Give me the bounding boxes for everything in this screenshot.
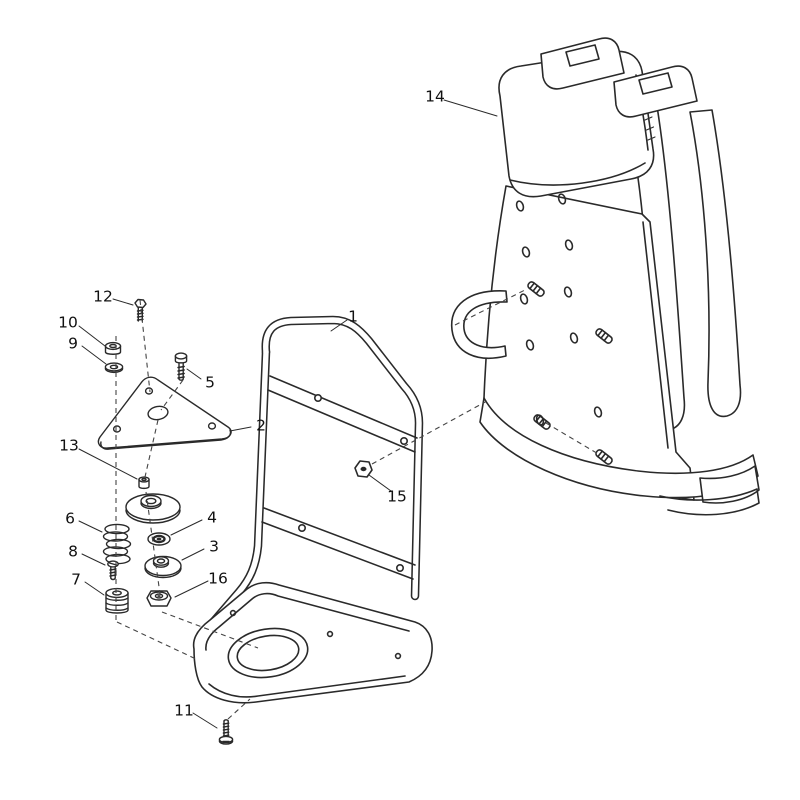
part-3-collar-washer — [144, 555, 182, 579]
part-label-3: 3 — [209, 538, 219, 556]
leader-7 — [84, 581, 105, 596]
backpack-frame-assembly — [450, 37, 760, 516]
part-label-7: 7 — [71, 571, 81, 589]
part-label-2: 2 — [256, 417, 266, 435]
part-label-15: 15 — [387, 488, 407, 506]
leader-2 — [229, 426, 252, 432]
hardware-parts — [97, 298, 234, 745]
part-label-14: 14 — [425, 88, 445, 106]
part-10-nut — [104, 341, 122, 355]
part-6-spring — [102, 523, 132, 565]
bottom-bracket-curve — [659, 488, 760, 516]
strap-buckle-left — [565, 44, 600, 67]
part-label-10: 10 — [58, 314, 78, 332]
part-8-screw — [107, 560, 119, 581]
leader-1 — [330, 319, 348, 332]
part-11-screw — [218, 719, 234, 745]
frame-crossbars — [261, 375, 418, 580]
part-label-16: 16 — [208, 570, 228, 588]
dashed-assembly-lines — [115, 288, 601, 720]
part-label-12: 12 — [93, 288, 113, 306]
leader-10 — [78, 325, 106, 347]
part-label-13: 13 — [59, 437, 79, 455]
part-16-nut — [146, 590, 172, 607]
strap-band-right — [689, 109, 742, 418]
leader-16 — [174, 580, 209, 598]
part-label-11: 11 — [174, 702, 194, 720]
leader-11 — [192, 712, 218, 729]
part-4-washer — [147, 532, 171, 546]
leader-15 — [368, 474, 392, 492]
part-5-bolt — [174, 352, 188, 381]
leader-9 — [81, 345, 107, 365]
leader-12 — [112, 298, 134, 306]
leader-6 — [78, 520, 103, 533]
part-label-8: 8 — [68, 543, 78, 561]
large-washer — [125, 493, 181, 524]
frame-base-plate — [192, 581, 433, 704]
part-15-nut — [354, 460, 373, 478]
leader-5 — [186, 368, 202, 380]
panel-mounting-screws — [527, 281, 613, 465]
leader-8 — [81, 553, 106, 566]
cushion-seam — [509, 162, 646, 186]
leader-14 — [443, 99, 498, 117]
part-13-bushing — [138, 476, 150, 490]
part-label-9: 9 — [68, 335, 78, 353]
frame-tube — [203, 315, 424, 633]
part-label-6: 6 — [65, 510, 75, 528]
part-2-plate — [97, 376, 232, 450]
hook-strap — [450, 290, 508, 359]
back-panel-edge — [642, 221, 669, 449]
panel-holes — [515, 193, 603, 426]
main-frame — [192, 315, 433, 704]
part-label-5: 5 — [205, 374, 215, 392]
leader-3 — [181, 548, 205, 561]
leader-lines — [78, 99, 498, 729]
strap-buckle-right — [638, 72, 673, 95]
part-labels: 1 2 3 4 5 6 7 8 9 10 11 12 13 14 15 16 — [58, 88, 445, 720]
part-7-grommet — [105, 587, 129, 614]
part-9-washer — [104, 362, 124, 374]
part-label-1: 1 — [348, 308, 358, 326]
leader-4 — [170, 519, 203, 536]
leader-13 — [78, 448, 138, 480]
part-label-4: 4 — [207, 509, 217, 527]
